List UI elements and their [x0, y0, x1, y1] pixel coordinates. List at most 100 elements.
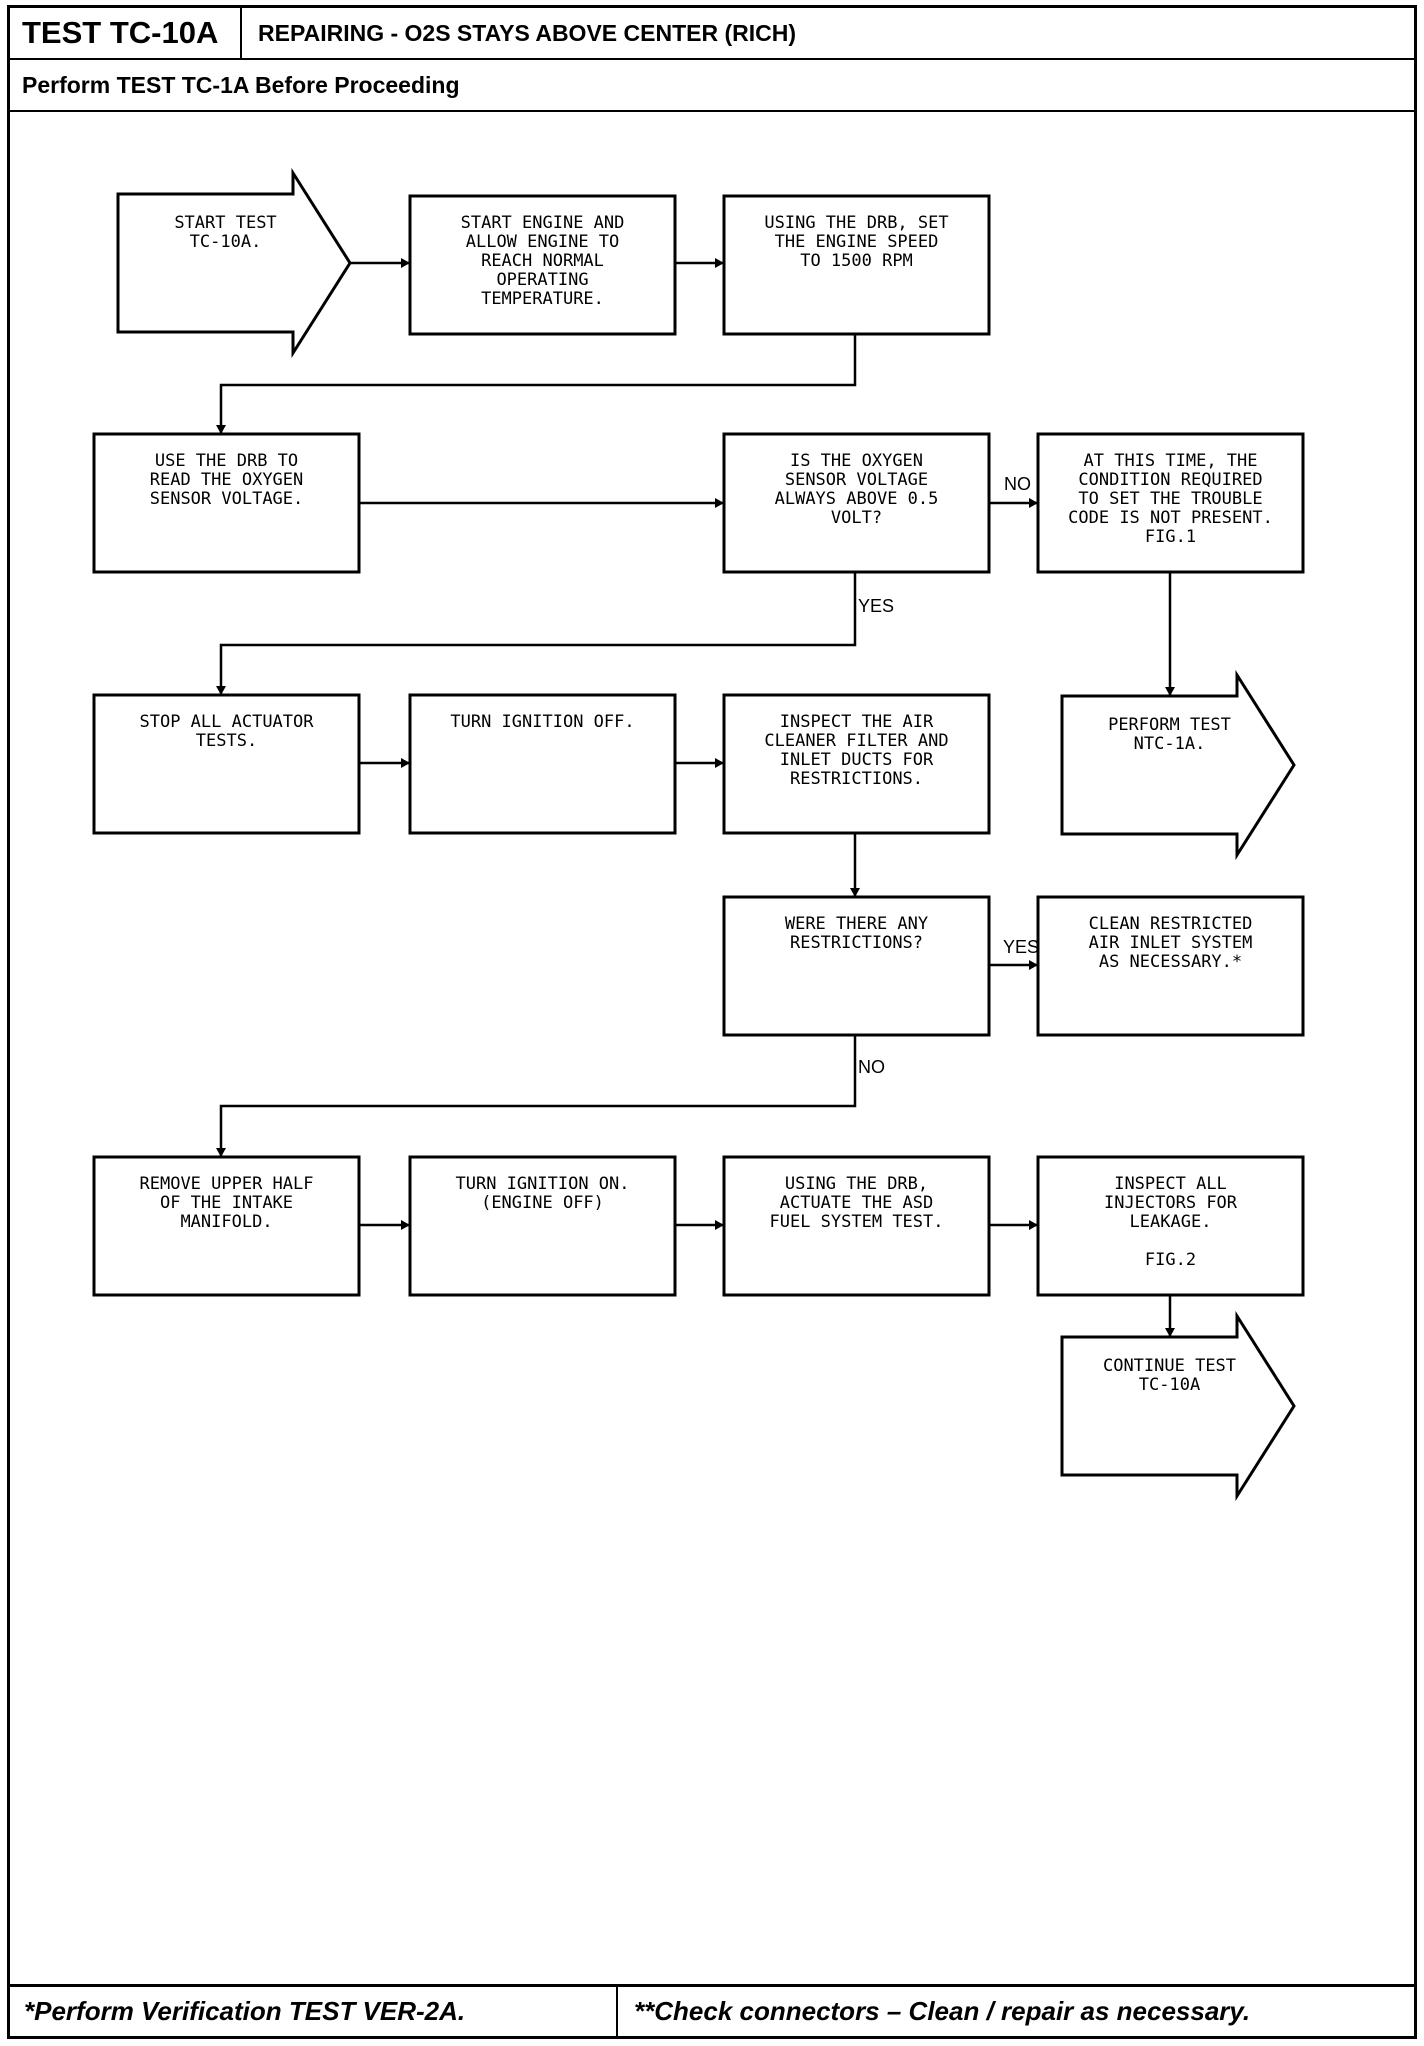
verification-note: *Perform Verification TEST VER-2A. — [10, 1987, 618, 2036]
arrowhead — [216, 1148, 226, 1157]
inspect-air-cleaner-box-line-1: INSPECT THE AIR — [780, 712, 934, 732]
edge-rpm-to-read — [219, 334, 857, 434]
restrictions-question-box-line-2: RESTRICTIONS? — [790, 933, 923, 953]
condition-not-present-box-line-3: TO SET THE TROUBLE — [1078, 489, 1262, 509]
arrowhead — [1165, 687, 1175, 696]
arrowhead — [216, 686, 226, 695]
continue-test-arrow-line-1: CONTINUE TEST — [1103, 1356, 1236, 1376]
arrowhead — [715, 1220, 724, 1230]
clean-air-inlet-box-shape — [1036, 895, 1305, 1037]
arrowhead — [715, 758, 724, 768]
stop-actuator-tests-box-shape — [92, 693, 361, 835]
arrowhead — [216, 425, 226, 434]
remove-manifold-box-line-2: OF THE INTAKE — [160, 1193, 293, 1213]
header-bar: TEST TC-10A REPAIRING - O2S STAYS ABOVE … — [10, 8, 1414, 60]
set-engine-speed-box-line-1: USING THE DRB, SET — [764, 213, 948, 233]
perform-ntc-1a-arrow-line-1: PERFORM TEST — [1108, 715, 1231, 735]
start-engine-box-line-2: ALLOW ENGINE TO — [466, 232, 620, 252]
perform-ntc-1a-arrow-shape — [1060, 669, 1296, 861]
no-branch-label: NO — [858, 1057, 885, 1077]
oxygen-voltage-question-box-line-4: VOLT? — [831, 508, 882, 528]
remove-manifold-box-line-1: REMOVE UPPER HALF — [140, 1174, 314, 1194]
turn-ignition-on-box: TURN IGNITION ON.(ENGINE OFF) — [408, 1155, 677, 1297]
condition-not-present-box-shape — [1036, 432, 1305, 574]
oxygen-voltage-question-box-shape — [722, 432, 991, 574]
turn-ignition-off-box: TURN IGNITION OFF. — [408, 693, 677, 835]
actuate-asd-test-box-shape — [722, 1155, 991, 1297]
turn-ignition-on-box-line-1: TURN IGNITION ON. — [456, 1174, 630, 1194]
clean-air-inlet-box-line-2: AIR INLET SYSTEM — [1089, 933, 1253, 953]
inspect-injectors-box-line-3: LEAKAGE. — [1130, 1212, 1212, 1232]
oxygen-voltage-question-box-line-1: IS THE OXYGEN — [790, 451, 923, 471]
turn-ignition-on-box-shape — [408, 1155, 677, 1297]
clean-air-inlet-box-line-1: CLEAN RESTRICTED — [1089, 914, 1253, 934]
condition-not-present-box-line-4: CODE IS NOT PRESENT. — [1068, 508, 1273, 528]
arrowhead — [401, 758, 410, 768]
restrictions-question-box-line-1: WERE THERE ANY — [785, 914, 928, 934]
footer-bar: *Perform Verification TEST VER-2A. **Che… — [10, 1984, 1414, 2036]
no-branch-label: NO — [1004, 474, 1031, 494]
inspect-air-cleaner-box-line-3: INLET DUCTS FOR — [780, 750, 934, 770]
actuate-asd-test-box-line-2: ACTUATE THE ASD — [780, 1193, 934, 1213]
clean-air-inlet-box-line-3: AS NECESSARY.* — [1099, 952, 1242, 972]
actuate-asd-test-box-line-1: USING THE DRB, — [785, 1174, 928, 1194]
arrowhead — [1165, 1328, 1175, 1337]
oxygen-voltage-question-box-line-3: ALWAYS ABOVE 0.5 — [775, 489, 939, 509]
set-engine-speed-box-shape — [722, 194, 991, 336]
condition-not-present-box-line-1: AT THIS TIME, THE — [1084, 451, 1258, 471]
read-oxygen-sensor-box-shape — [92, 432, 361, 574]
start-engine-box-shape — [408, 194, 677, 336]
arrowhead — [715, 258, 724, 268]
continue-test-arrow-shape — [1060, 1310, 1296, 1502]
connector-note: **Check connectors – Clean / repair as n… — [634, 1996, 1251, 2026]
arrowhead — [1029, 960, 1038, 970]
condition-not-present-box-line-5: FIG.1 — [1145, 527, 1196, 547]
start-test-arrow-line-2: TC-10A. — [190, 232, 262, 252]
flowchart-page: TEST TC-10A REPAIRING - O2S STAYS ABOVE … — [7, 5, 1417, 2039]
set-engine-speed-box-line-2: THE ENGINE SPEED — [775, 232, 939, 252]
test-title: REPAIRING - O2S STAYS ABOVE CENTER (RICH… — [258, 20, 797, 46]
turn-ignition-off-box-shape — [408, 693, 677, 835]
turn-ignition-off-box-line-1: TURN IGNITION OFF. — [450, 712, 634, 732]
turn-ignition-on-box-line-2: (ENGINE OFF) — [481, 1193, 604, 1213]
prerequisite-note: Perform TEST TC-1A Before Proceeding — [10, 60, 1414, 112]
read-oxygen-sensor-box-line-3: SENSOR VOLTAGE. — [150, 489, 304, 509]
inspect-injectors-box-shape — [1036, 1155, 1305, 1297]
remove-manifold-box-shape — [92, 1155, 361, 1297]
continue-test-arrow-line-2: TC-10A — [1139, 1375, 1200, 1395]
start-test-arrow-line-1: START TEST — [174, 213, 276, 233]
connector-lines — [216, 258, 1175, 1337]
oxygen-voltage-question-box-line-2: SENSOR VOLTAGE — [785, 470, 928, 490]
read-oxygen-sensor-box-line-1: USE THE DRB TO — [155, 451, 298, 471]
remove-manifold-box-line-3: MANIFOLD. — [180, 1212, 272, 1232]
inspect-injectors-box-line-5: FIG.2 — [1145, 1250, 1196, 1270]
actuate-asd-test-box-line-3: FUEL SYSTEM TEST. — [770, 1212, 944, 1232]
stop-actuator-tests-box-line-2: TESTS. — [196, 731, 257, 751]
arrowhead — [1029, 498, 1038, 508]
read-oxygen-sensor-box-line-2: READ THE OXYGEN — [150, 470, 304, 490]
perform-ntc-1a-arrow-line-2: NTC-1A. — [1134, 734, 1206, 754]
start-engine-box-line-1: START ENGINE AND — [461, 213, 625, 233]
start-test-arrow-shape — [116, 167, 352, 359]
stop-actuator-tests-box-line-1: STOP ALL ACTUATOR — [140, 712, 315, 732]
inspect-air-cleaner-box-line-4: RESTRICTIONS. — [790, 769, 923, 789]
start-engine-box-line-5: TEMPERATURE. — [481, 289, 604, 309]
condition-not-present-box-line-2: CONDITION REQUIRED — [1078, 470, 1262, 490]
inspect-air-cleaner-box-shape — [722, 693, 991, 835]
arrowhead — [401, 1220, 410, 1230]
